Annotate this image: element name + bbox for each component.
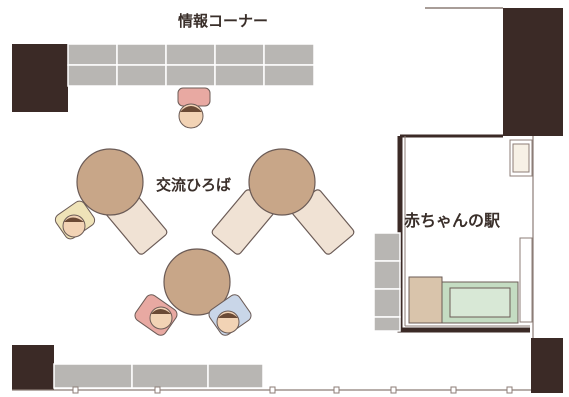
low-shelf	[53, 363, 264, 389]
table-group-right	[211, 148, 355, 255]
changing-table	[519, 237, 533, 323]
right-wall-structure	[425, 7, 563, 393]
exchange-plaza-area	[54, 148, 355, 336]
wall-block-top-right	[503, 8, 563, 136]
baby-station-room	[373, 134, 534, 338]
info-corner-area	[12, 43, 315, 129]
table-group-left	[54, 148, 168, 255]
sink	[512, 143, 530, 173]
bottom-shelf-area	[12, 345, 264, 390]
wall-pillar-top-left	[12, 44, 68, 112]
round-table	[248, 148, 316, 216]
info-corner-label: 情報コーナー	[178, 12, 269, 30]
cabinet	[408, 276, 443, 324]
sofa	[441, 281, 519, 324]
person-icon	[177, 87, 211, 129]
person-icon	[134, 294, 178, 336]
side-storage	[373, 232, 401, 332]
baby-station-label: 赤ちゃんの駅	[404, 211, 501, 230]
round-table	[76, 148, 144, 216]
wall-block-bottom-right	[531, 338, 563, 393]
round-table	[163, 248, 231, 316]
table-group-bottom	[134, 248, 252, 336]
info-shelf	[67, 43, 315, 87]
bottom-wall	[12, 386, 540, 394]
wall-pillar-bottom-left	[12, 345, 54, 390]
person-icon	[54, 200, 96, 240]
exchange-plaza-label: 交流ひろば	[156, 176, 232, 194]
person-icon	[208, 294, 252, 336]
